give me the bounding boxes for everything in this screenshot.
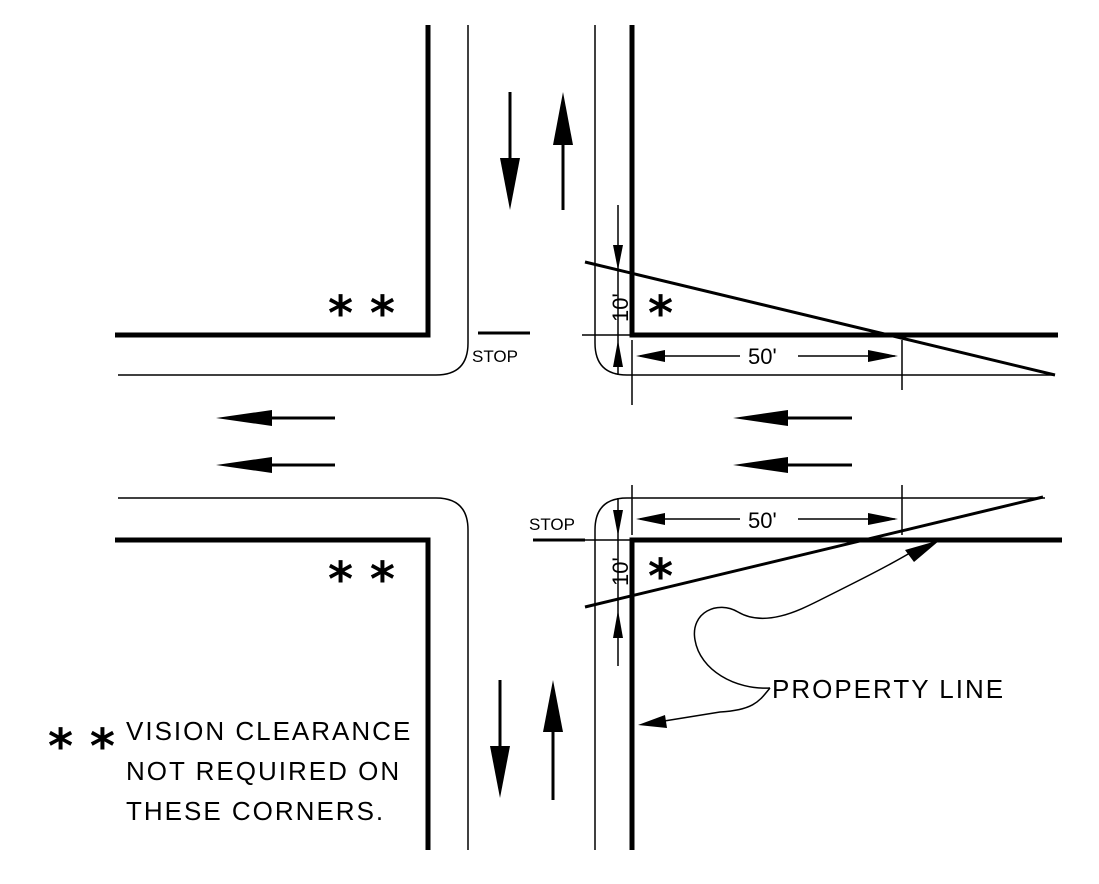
stop-label-top: STOP <box>472 347 518 366</box>
note-marker: * * <box>48 719 115 775</box>
property-lines <box>115 25 1062 850</box>
stop-label-bottom: STOP <box>529 515 575 534</box>
dim-arrow-icon <box>613 610 623 638</box>
sight-line-se <box>584 495 1044 609</box>
arrow-up-icon <box>553 92 573 145</box>
traffic-arrows <box>216 92 852 800</box>
dim-arrow-icon <box>613 510 623 536</box>
leader-arrow-icon <box>905 540 940 562</box>
leader-arrow-icon <box>638 715 667 728</box>
dim-label-10-bottom: 10' <box>608 557 633 586</box>
dim-arrow-icon <box>613 340 623 367</box>
arrow-left-icon <box>733 457 788 473</box>
arrow-up-icon <box>543 680 563 732</box>
arrow-down-icon <box>500 158 520 210</box>
dim-arrow-icon <box>613 245 623 270</box>
clearance-marker-se: * <box>648 549 673 605</box>
no-clearance-marker-sw: * * <box>328 552 395 608</box>
arrow-down-icon <box>490 746 510 798</box>
arrow-left-icon <box>216 410 272 426</box>
dim-arrow-icon <box>868 513 898 525</box>
dim-arrow-icon <box>636 513 665 525</box>
dim-arrow-icon <box>868 350 898 362</box>
arrow-left-icon <box>733 410 788 426</box>
property-line-sw <box>115 537 431 850</box>
property-line-se <box>629 537 1062 850</box>
curb-lines <box>118 25 1055 850</box>
dim-label-10-top: 10' <box>608 293 633 322</box>
property-line-label: PROPERTY LINE <box>772 674 1005 704</box>
clearance-marker-ne: * <box>648 286 673 342</box>
vision-triangle-se: 10' 50' * <box>584 485 1044 666</box>
leader-line-lower <box>657 687 771 723</box>
sight-line-ne <box>584 260 1056 377</box>
dim-arrow-icon <box>636 350 665 362</box>
dim-label-50-top: 50' <box>748 344 777 369</box>
curb-sw <box>118 497 469 850</box>
leader-curve <box>693 549 916 689</box>
curb-nw <box>118 25 469 376</box>
curb-se <box>594 497 1045 850</box>
note-line-1: VISION CLEARANCE <box>126 716 412 746</box>
note-line-2: NOT REQUIRED ON <box>126 756 401 786</box>
note-line-3: THESE CORNERS. <box>126 796 385 826</box>
property-line-callout: PROPERTY LINE <box>638 540 1005 728</box>
property-line-nw <box>115 25 431 338</box>
arrow-left-icon <box>216 457 272 473</box>
property-line-ne <box>629 25 1058 338</box>
no-clearance-marker-nw: * * <box>328 286 395 342</box>
vision-triangle-ne: 10' 50' * <box>582 205 1056 405</box>
curb-ne <box>594 25 1055 376</box>
vision-clearance-note: * * VISION CLEARANCE NOT REQUIRED ON THE… <box>48 716 412 826</box>
dim-label-50-bottom: 50' <box>748 508 777 533</box>
